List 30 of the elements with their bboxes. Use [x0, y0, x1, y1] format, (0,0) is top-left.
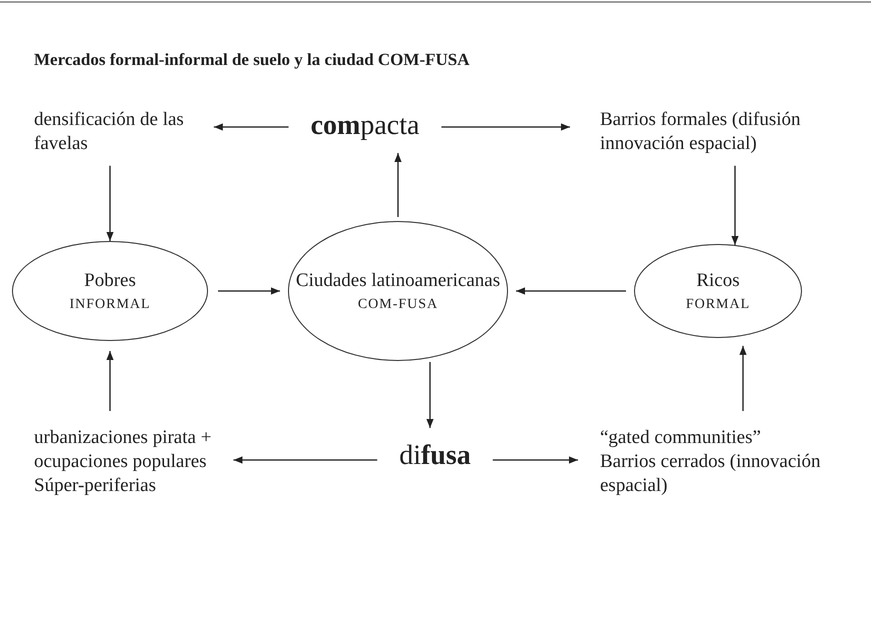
- node-label: Pobres: [84, 268, 136, 293]
- category-label: INFORMAL: [69, 296, 151, 314]
- keyword-label: compacta: [310, 109, 420, 143]
- node-label: Ricos: [696, 268, 740, 293]
- ellipse-node: [288, 221, 508, 361]
- node-label: Ciudades latinoamericanas: [296, 268, 500, 293]
- arrow: [106, 351, 114, 411]
- category-label: FORMAL: [686, 296, 750, 314]
- text-label: Súper-periferias: [34, 474, 158, 498]
- arrow: [233, 456, 378, 464]
- arrow: [214, 123, 289, 131]
- diagram-title: Mercados formal-informal de suelo y la ciudad COM-FUSA: [34, 50, 470, 70]
- text-label: Barrios formales (difusión innovación espacial): [600, 108, 802, 156]
- ellipse-node: [12, 241, 208, 341]
- arrow: [426, 362, 434, 428]
- keyword-label: difusa: [398, 439, 472, 473]
- arrow: [218, 287, 280, 295]
- arrow: [731, 166, 739, 245]
- text-label: densificación de las favelas: [34, 108, 185, 156]
- arrow: [441, 123, 570, 131]
- category-label: COM-FUSA: [358, 296, 438, 314]
- arrow: [106, 166, 114, 241]
- text-label: “gated communities”: [600, 426, 762, 450]
- ellipse-node: [634, 244, 802, 338]
- text-label: Barrios cerrados (innovación espacial): [600, 450, 822, 498]
- arrow: [516, 287, 626, 295]
- arrow: [492, 456, 578, 464]
- arrow: [394, 153, 402, 217]
- arrow: [739, 346, 747, 411]
- text-label: urbanizaciones pirata + ocupaciones populares: [34, 426, 212, 474]
